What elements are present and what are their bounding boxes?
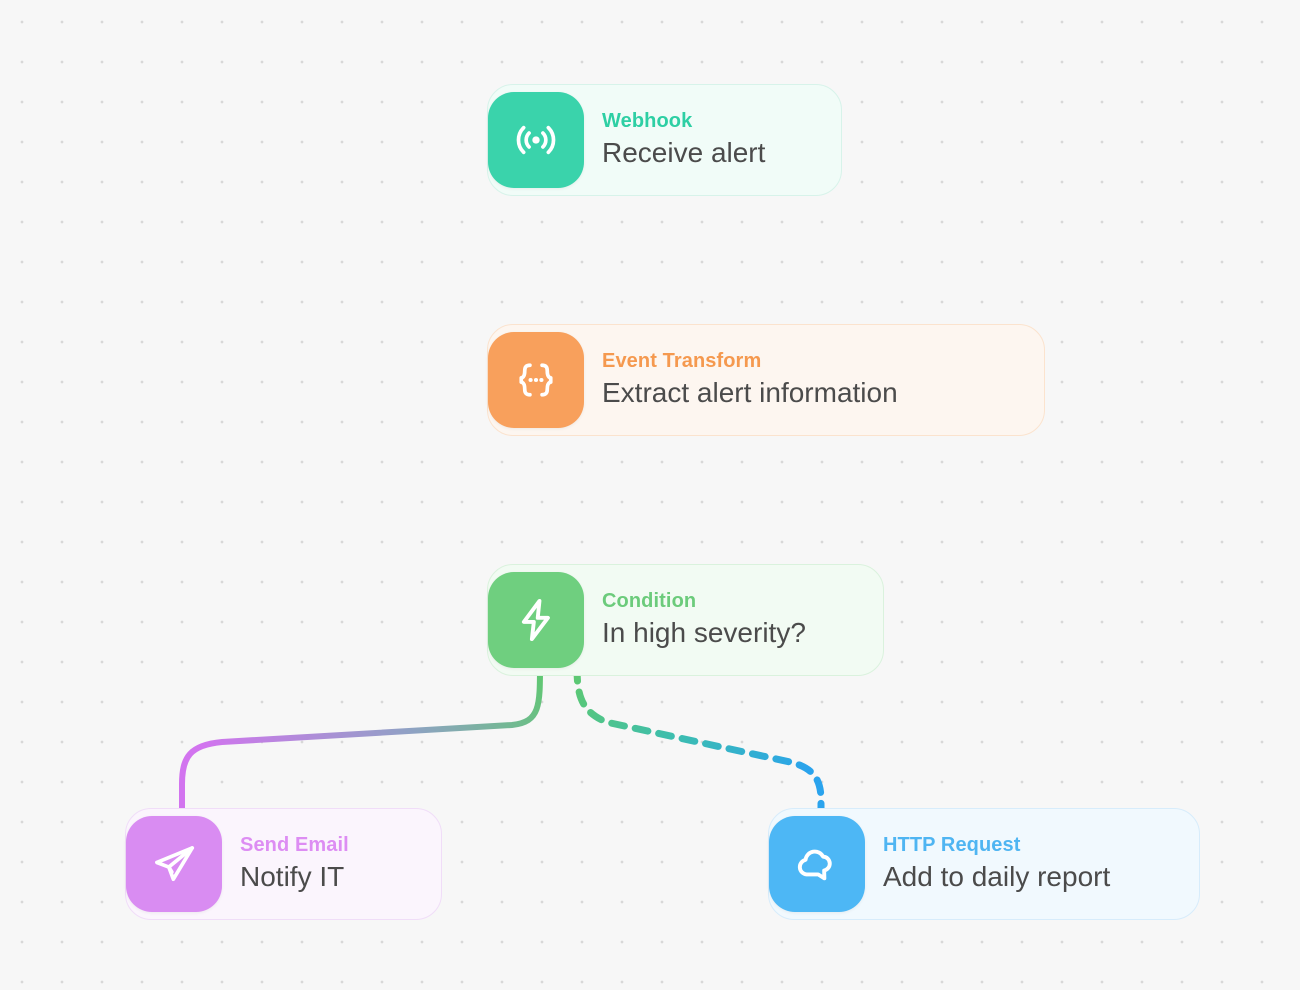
node-title-label: Extract alert information: [602, 376, 898, 408]
node-title-label: Add to daily report: [883, 860, 1111, 892]
lightning-bolt-icon: [510, 594, 562, 646]
node-title-label: Receive alert: [602, 136, 766, 168]
transform-icon-tile: [488, 332, 584, 428]
curly-braces-icon: [510, 354, 562, 406]
node-send-email[interactable]: Send Email Notify IT: [125, 808, 442, 920]
node-title-label: Notify IT: [240, 860, 345, 892]
email-icon-tile: [126, 816, 222, 912]
transform-text: Event Transform Extract alert informatio…: [584, 349, 924, 411]
http-text: HTTP Request Add to daily report: [865, 833, 1136, 895]
node-webhook[interactable]: Webhook Receive alert: [487, 84, 842, 196]
node-kind-label: Webhook: [602, 109, 693, 132]
edge-condition-to-email: [179, 662, 543, 827]
cloud-icon: [791, 838, 843, 890]
condition-text: Condition In high severity?: [584, 589, 832, 651]
node-event-transform[interactable]: Event Transform Extract alert informatio…: [487, 324, 1045, 436]
edge-condition-to-http: [573, 664, 825, 830]
node-http-request[interactable]: HTTP Request Add to daily report: [768, 808, 1200, 920]
node-kind-label: Send Email: [240, 833, 349, 856]
webhook-icon-tile: [488, 92, 584, 188]
condition-icon-tile: [488, 572, 584, 668]
broadcast-signal-icon: [510, 114, 562, 166]
email-text: Send Email Notify IT: [222, 833, 375, 895]
node-kind-label: HTTP Request: [883, 833, 1021, 856]
node-kind-label: Event Transform: [602, 349, 762, 372]
node-title-label: In high severity?: [602, 616, 806, 648]
node-condition[interactable]: Condition In high severity?: [487, 564, 884, 676]
http-icon-tile: [769, 816, 865, 912]
webhook-text: Webhook Receive alert: [584, 109, 791, 171]
node-kind-label: Condition: [602, 589, 697, 612]
paper-plane-icon: [148, 838, 200, 890]
